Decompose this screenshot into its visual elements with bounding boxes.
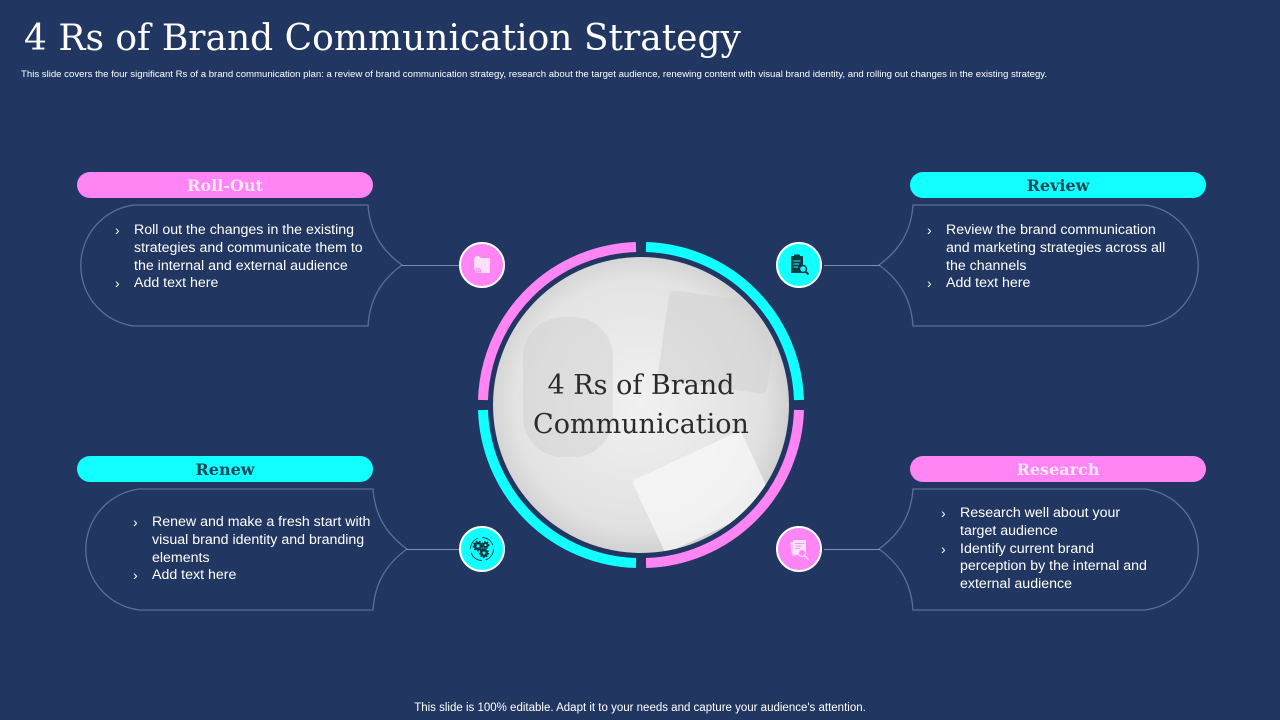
center-title-line1: 4 Rs of Brand [547, 370, 735, 401]
research-box-outline [877, 488, 1199, 611]
renew-bullet: Add text here [133, 567, 373, 585]
review-bullets: Review the brand communication and marke… [927, 222, 1167, 293]
rollout-box-outline [80, 204, 404, 327]
research-header: Research [910, 456, 1206, 482]
renew-box: Renew and make a fresh start with visual… [77, 488, 409, 612]
center-photo [493, 257, 789, 553]
documents-search-icon [790, 540, 809, 560]
rollout-header: Roll-Out [77, 172, 373, 198]
research-box: Research well about your target audience… [877, 488, 1209, 612]
gears-cycle-icon [470, 537, 494, 561]
review-label: Review [1026, 175, 1090, 195]
center-title: 4 Rs of Brand Communication [478, 366, 804, 444]
center-title-line2: Communication [533, 409, 749, 440]
renew-label: Renew [195, 459, 255, 479]
center-hub: 4 Rs of Brand Communication [478, 242, 804, 568]
slide-subtitle: This slide covers the four significant R… [21, 69, 1048, 80]
clipboard-search-icon [791, 254, 810, 276]
rollout-connector [402, 265, 460, 266]
review-icon-badge [776, 242, 822, 288]
rollout-box: Roll out the changes in the existing str… [72, 204, 404, 328]
review-box: Review the brand communication and marke… [877, 204, 1209, 328]
center-ring [478, 242, 804, 568]
rollout-bullets: Roll out the changes in the existing str… [115, 222, 365, 293]
research-bullets: Research well about your target audience… [941, 505, 1151, 594]
research-bullet: Identify current brand perception by the… [941, 541, 1151, 594]
research-connector [824, 549, 880, 550]
renew-connector [406, 549, 460, 550]
rollout-label: Roll-Out [187, 175, 263, 195]
renew-icon-badge [459, 526, 505, 572]
research-label: Research [1016, 459, 1100, 479]
rollout-bullet: Roll out the changes in the existing str… [115, 222, 365, 275]
slide-footer: This slide is 100% editable. Adapt it to… [414, 702, 866, 714]
renew-box-outline [85, 488, 409, 611]
review-bullet: Add text here [927, 275, 1167, 293]
rollout-icon-badge [459, 242, 505, 288]
research-icon-badge [776, 526, 822, 572]
renew-bullet: Renew and make a fresh start with visual… [133, 514, 373, 567]
review-box-outline [877, 204, 1199, 327]
review-bullet: Review the brand communication and marke… [927, 222, 1167, 275]
renew-header: Renew [77, 456, 373, 482]
scroll-map-icon [474, 256, 490, 275]
review-header: Review [910, 172, 1206, 198]
rollout-bullet: Add text here [115, 275, 365, 293]
review-connector [824, 265, 880, 266]
slide-title: 4 Rs of Brand Communication Strategy [24, 18, 741, 59]
renew-bullets: Renew and make a fresh start with visual… [133, 514, 373, 585]
research-bullet: Research well about your target audience [941, 505, 1151, 541]
